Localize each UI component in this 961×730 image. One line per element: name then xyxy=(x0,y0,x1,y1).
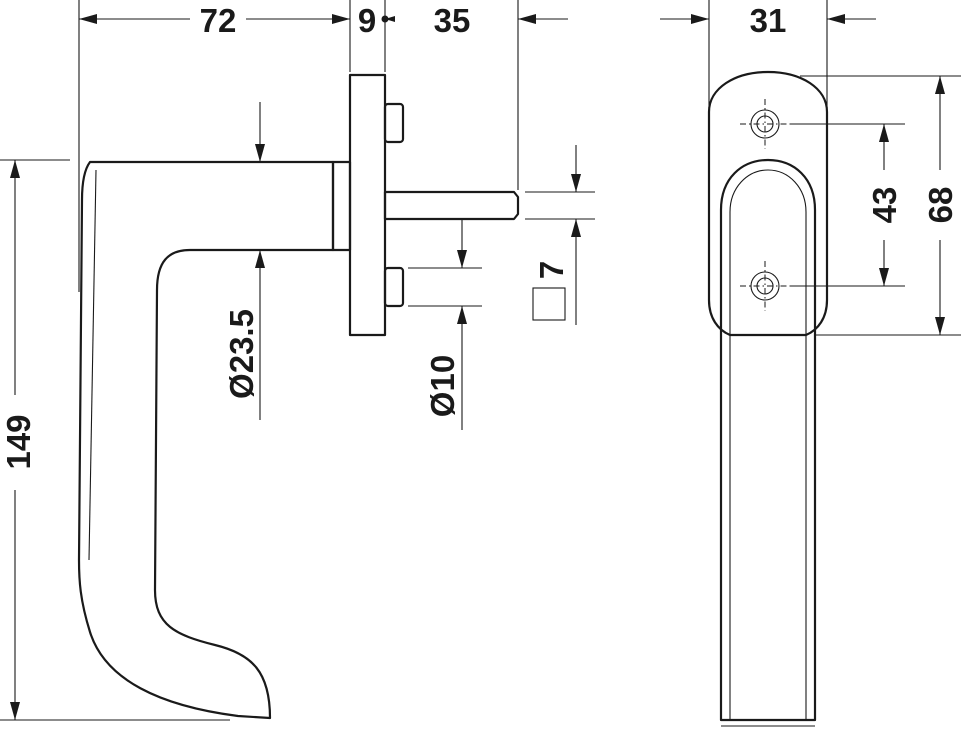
rose-side-outline xyxy=(707,70,829,337)
fixing-boss-lower xyxy=(383,266,405,308)
dim-9-label: 9 xyxy=(358,2,376,39)
lever-handle-outline xyxy=(77,160,335,720)
square-symbol xyxy=(532,287,566,321)
dim-68-label: 68 xyxy=(922,187,959,224)
rose-plate xyxy=(348,73,387,337)
dim-7-label: 7 xyxy=(533,261,570,279)
grip-side-outline xyxy=(719,158,817,722)
dim-23-5-label: Ø23.5 xyxy=(223,309,260,399)
lever-edge-line xyxy=(88,169,97,561)
dim-43-label: 43 xyxy=(866,187,903,224)
screw-hole-lower xyxy=(740,261,790,311)
front-view xyxy=(77,73,520,720)
dim-31-label: 31 xyxy=(750,2,787,39)
neck-collar xyxy=(331,160,352,252)
side-view xyxy=(707,70,829,727)
fixing-boss-upper xyxy=(383,102,405,144)
dim-72-label: 72 xyxy=(200,2,237,39)
screw-hole-upper xyxy=(740,99,790,149)
dim-10-label: Ø10 xyxy=(424,355,461,417)
dim-149-label: 149 xyxy=(0,414,37,469)
square-spindle xyxy=(383,190,520,221)
grip-inner-line xyxy=(729,169,807,720)
dim-35-label: 35 xyxy=(434,2,471,39)
